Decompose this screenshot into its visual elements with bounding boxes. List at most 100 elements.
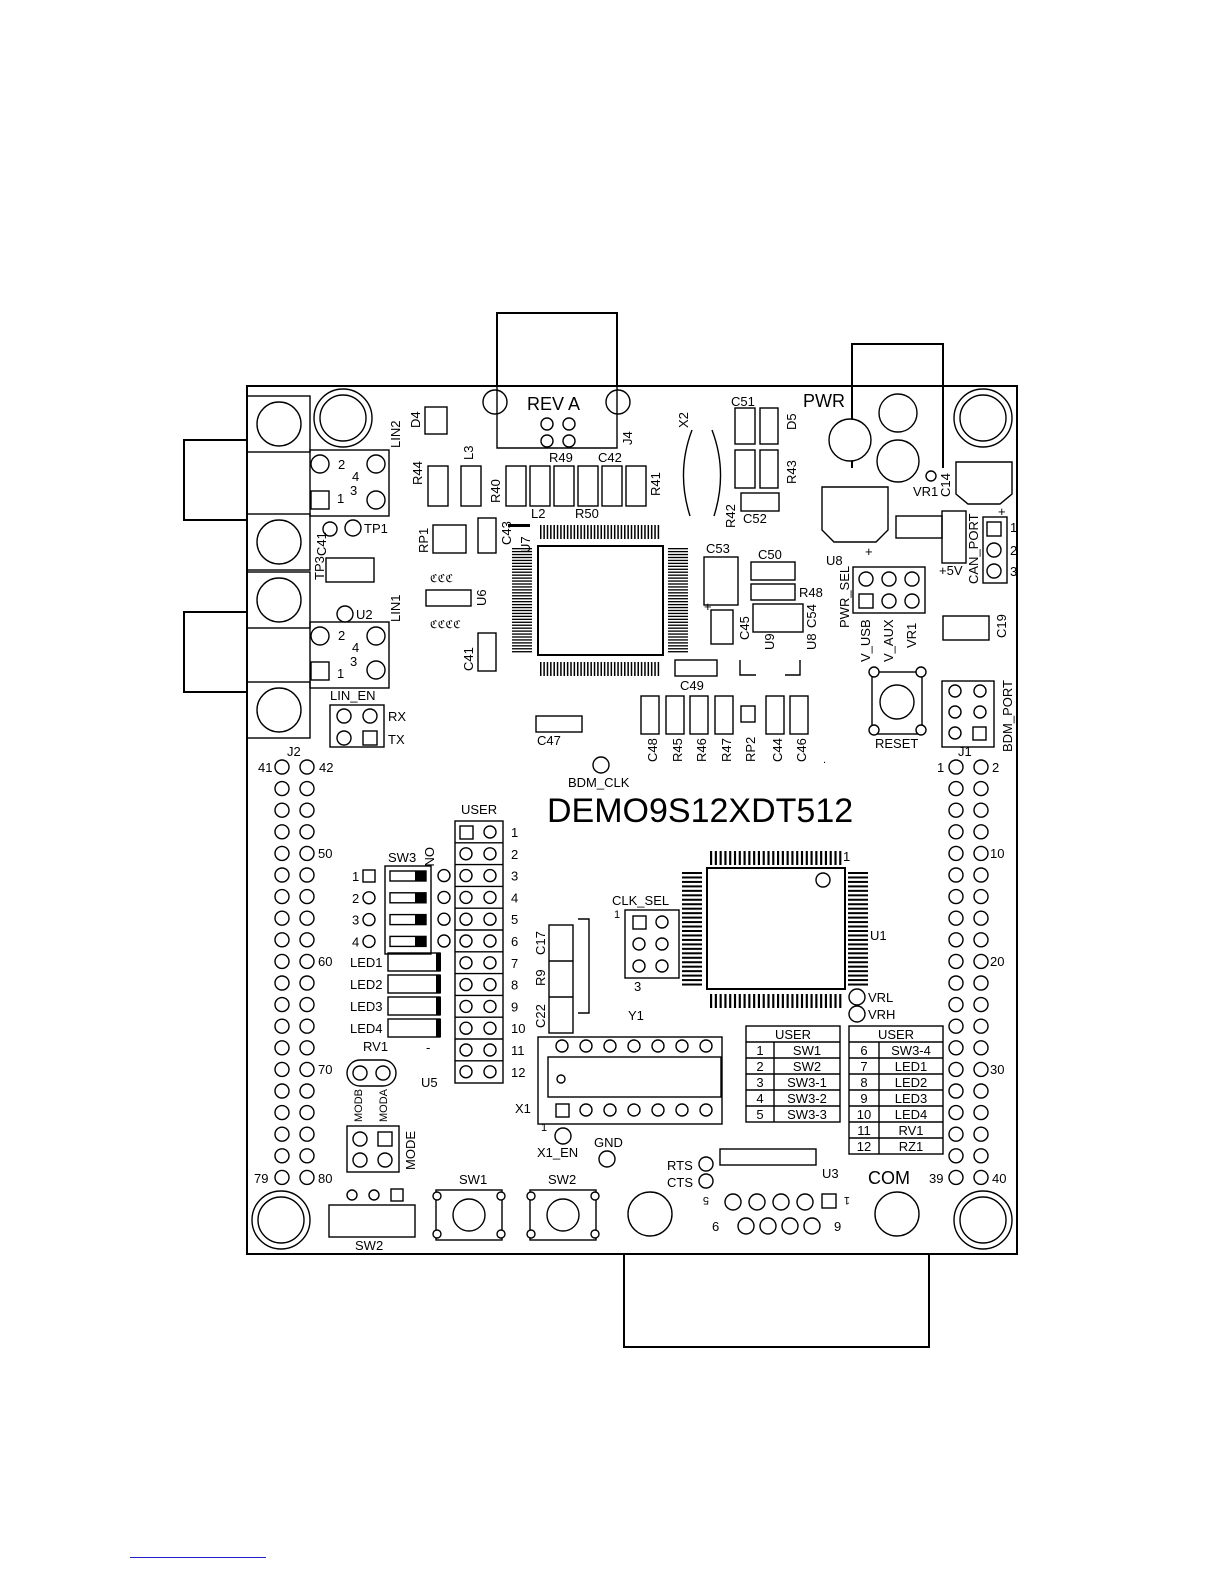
- led-label: LED3: [350, 999, 383, 1014]
- com-label: COM: [868, 1168, 910, 1188]
- u3-body: [719, 1148, 817, 1166]
- pwr-jack-pad-3: [876, 439, 920, 483]
- lin-pin-labels: 2 4 3 1 2 4 3 1: [337, 457, 359, 681]
- user-pin: [459, 934, 473, 948]
- 5v-label: +5V: [939, 563, 963, 578]
- com-pin-1: 1: [844, 1194, 850, 1206]
- header-pin: [299, 996, 315, 1013]
- user-pin: [459, 1021, 473, 1035]
- r42-label: R42: [723, 504, 738, 528]
- board-name: DEMO9S12XDT512: [547, 792, 853, 830]
- y1-label: Y1: [628, 1008, 644, 1023]
- header-pin: [973, 1104, 989, 1121]
- user-pin: [483, 934, 497, 948]
- user-pin: [483, 1043, 497, 1057]
- c14-plus: +: [998, 504, 1006, 519]
- led-body: [387, 974, 441, 994]
- u7-label: U7: [518, 536, 533, 553]
- sw1-cap[interactable]: [452, 1198, 486, 1232]
- x1-socket: [537, 1036, 723, 1125]
- header-pin: [973, 1083, 989, 1099]
- vr1-test-pad: [925, 470, 937, 482]
- u2-body: [325, 557, 375, 583]
- header-pin: [299, 867, 315, 883]
- user-pin: [483, 1065, 497, 1079]
- sw3-toggle-knob[interactable]: [415, 936, 426, 947]
- header-pin: [973, 932, 989, 948]
- board-outline: [246, 385, 1018, 1255]
- tp1-label: C41: [314, 532, 329, 556]
- vrh-pad: [848, 1005, 866, 1023]
- header-pin: [274, 1083, 290, 1099]
- j1-pin-1: 1: [937, 760, 944, 775]
- svg-text:3: 3: [350, 654, 357, 669]
- c52-label: C52: [743, 511, 767, 526]
- header-pin: [299, 845, 315, 862]
- sw3-label: SW3: [388, 850, 416, 865]
- reset-button[interactable]: [871, 671, 923, 735]
- u5-label: U5: [421, 1075, 438, 1090]
- user-table-val: LED4: [895, 1107, 928, 1122]
- sw2-button[interactable]: [529, 1189, 597, 1241]
- u4-label: C19: [994, 614, 1009, 638]
- bdm-port-header: [941, 680, 995, 748]
- sw3-toggle-knob[interactable]: [415, 914, 426, 925]
- sw2-cap[interactable]: [546, 1198, 580, 1232]
- user-pin-label: 2: [511, 847, 518, 862]
- vr1-sel-label: VR1: [904, 623, 919, 648]
- clk-sel-pin-1: 1: [614, 909, 620, 921]
- r43-body: [759, 449, 779, 489]
- d5-body: [759, 407, 779, 445]
- svg-text:1: 1: [337, 491, 344, 506]
- c49-label: C49: [680, 678, 704, 693]
- u4-body: [942, 615, 990, 641]
- l3-label: L3: [461, 446, 476, 460]
- r45-label: R45: [670, 738, 685, 762]
- user-pin-label: 9: [511, 999, 518, 1014]
- user-table-num: 10: [857, 1107, 871, 1122]
- header-pin: [299, 1040, 315, 1056]
- tp2-label: U2: [356, 607, 373, 622]
- u8-outline: [739, 660, 801, 676]
- user-table-num: 8: [860, 1075, 867, 1090]
- com-connector-outline: [623, 1254, 930, 1348]
- header-pin: [973, 1126, 989, 1142]
- reset-button-cap[interactable]: [879, 684, 915, 720]
- sw3-pad: [437, 868, 451, 883]
- user-pin: [459, 956, 473, 970]
- header-pin: [299, 932, 315, 948]
- sw3-toggle-knob[interactable]: [415, 871, 426, 881]
- j4-label: J4: [620, 431, 635, 445]
- header-pin: [948, 802, 964, 818]
- header-pin: [299, 759, 315, 775]
- j1-pin-30: 30: [990, 1062, 1004, 1077]
- header-pin: [973, 910, 989, 926]
- c45-label: C45: [737, 616, 752, 640]
- sw1-label: SW1: [459, 1172, 487, 1187]
- rz1-label: RV1: [363, 1039, 388, 1054]
- header-pin: [948, 996, 964, 1013]
- footer-link-underline: [130, 1557, 266, 1558]
- j4-outline: [496, 386, 618, 449]
- sw3-toggle-knob[interactable]: [415, 892, 426, 903]
- c44-label: C44: [770, 738, 785, 762]
- user-table-val: SW1: [793, 1043, 821, 1058]
- header-pin: [274, 845, 290, 862]
- sw1-button[interactable]: [435, 1189, 503, 1241]
- r48-label: R48: [799, 585, 823, 600]
- pwr-sel-header: [852, 566, 926, 614]
- header-pin: [948, 1061, 964, 1078]
- c53-body: [703, 556, 739, 606]
- x1-en-label: X1_EN: [537, 1145, 578, 1160]
- c19-body: [821, 486, 889, 543]
- can-port-label: CAN_PORT: [966, 513, 981, 584]
- svg-text:2: 2: [338, 457, 345, 472]
- rv1-body[interactable]: [328, 1204, 416, 1238]
- r48-body: [750, 583, 796, 601]
- user-pin: [483, 868, 497, 883]
- u7-chip: [512, 525, 688, 676]
- header-pin: [299, 888, 315, 905]
- header-pin: [948, 1126, 964, 1142]
